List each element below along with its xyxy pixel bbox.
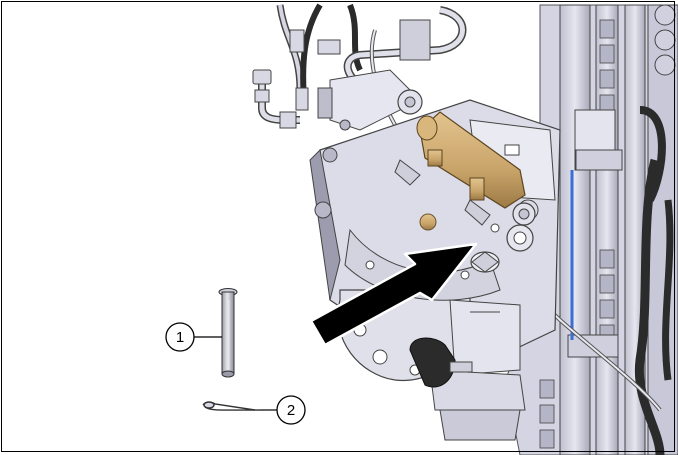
callout-1-number: 1 <box>176 329 184 346</box>
pin-part <box>218 288 238 378</box>
mast-assembly <box>504 4 678 455</box>
fittings <box>252 19 431 129</box>
brass-valve <box>394 89 536 226</box>
clip-part <box>202 401 263 411</box>
callout-2: 2 <box>262 395 306 425</box>
direction-arrow-icon <box>309 242 478 347</box>
callout-2-number: 2 <box>287 402 295 419</box>
callout-1: 1 <box>165 322 222 352</box>
